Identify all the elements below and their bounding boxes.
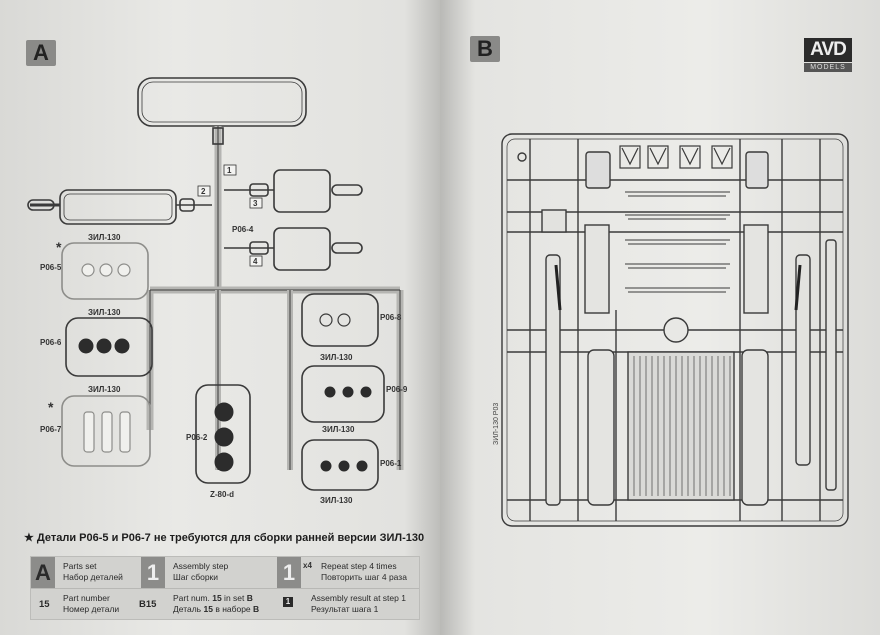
mirror-small-2 bbox=[273, 227, 331, 271]
legend-part-num-code: 15 bbox=[39, 599, 50, 610]
sprue-label-p06-10: Z-80-d bbox=[210, 490, 234, 499]
legend-result-box: 1 bbox=[283, 597, 293, 607]
asterisk-mark-1: * bbox=[56, 239, 62, 255]
mirror-small-1 bbox=[273, 169, 331, 213]
mirror-long bbox=[59, 189, 177, 225]
logo-main-text: AVD bbox=[804, 38, 852, 62]
sprue-label-zil-d: ЗИЛ-130 bbox=[320, 353, 353, 362]
frame-p06-6 bbox=[65, 317, 153, 377]
part-label-4: 4 bbox=[253, 257, 258, 266]
sprue-label-p06-8: P06-8 bbox=[380, 313, 402, 322]
sprue-label-p06-4: P06-4 bbox=[232, 225, 254, 234]
sprue-label-zil-b: ЗИЛ-130 bbox=[88, 308, 121, 317]
legend-step-box: 1 bbox=[141, 557, 165, 588]
part-label-1: 1 bbox=[227, 166, 232, 175]
asterisk-mark-2: * bbox=[48, 399, 54, 415]
left-page: A bbox=[0, 0, 440, 635]
part-label-2: 2 bbox=[201, 187, 206, 196]
sprue-label-zil-e: ЗИЛ-130 bbox=[322, 425, 355, 434]
sprue-label-p06-7: P06-7 bbox=[40, 425, 62, 434]
sprue-label-p06-2: P06-2 bbox=[186, 433, 208, 442]
sprue-a-diagram: 2 1 3 4 ЗИЛ-130 ЗИЛ-130 ЗИЛ-130 ЗИЛ-130 … bbox=[27, 77, 408, 505]
sprue-label-zil-c: ЗИЛ-130 bbox=[88, 385, 121, 394]
mirror-large bbox=[137, 77, 307, 127]
frame-p06-8 bbox=[301, 293, 379, 347]
frame-p06-9 bbox=[301, 365, 385, 423]
legend-parts-set-box: A bbox=[31, 557, 55, 588]
frame-center bbox=[195, 384, 251, 484]
sprue-label-p06-9: P06-9 bbox=[386, 385, 408, 394]
part-label-3: 3 bbox=[253, 199, 258, 208]
sprue-label-p06-5: P06-5 bbox=[40, 263, 62, 272]
sprue-label-p06-1: P06-1 bbox=[380, 459, 402, 468]
parts-note: ★ Детали Р06-5 и Р06-7 не требуются для … bbox=[24, 532, 425, 544]
section-badge-a: A bbox=[26, 40, 56, 66]
legend-repeat-times: x4 bbox=[303, 561, 312, 570]
sprue-label-zil-a: ЗИЛ-130 bbox=[88, 233, 121, 242]
avd-models-logo: AVD MODELS bbox=[804, 38, 852, 74]
legend-divider bbox=[31, 588, 419, 589]
sprue-label-p06-6: P06-6 bbox=[40, 338, 62, 347]
legend-set-code: B15 bbox=[139, 599, 157, 610]
legend-set-label: Part num. 15 in set B Деталь 15 в наборе… bbox=[173, 593, 260, 614]
frame-p06-5 bbox=[61, 242, 149, 300]
frame-p06-7 bbox=[61, 395, 151, 467]
section-badge-b: B bbox=[470, 36, 500, 62]
parts-note-text: Детали Р06-5 и Р06-7 не требуются для сб… bbox=[36, 532, 425, 544]
sprue-label-zil-f: ЗИЛ-130 bbox=[320, 496, 353, 505]
right-page: B bbox=[440, 0, 880, 635]
logo-sub-text: MODELS bbox=[804, 63, 852, 72]
legend-repeat-box: 1 bbox=[277, 557, 301, 588]
frame-p06-1 bbox=[301, 439, 379, 491]
